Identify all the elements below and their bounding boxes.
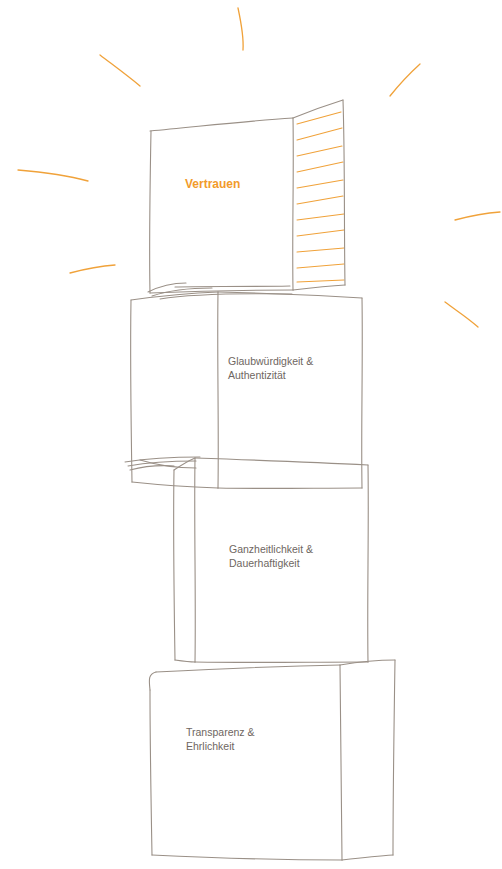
cube-label: Ganzheitlichkeit & Dauerhaftigkeit [229, 542, 341, 570]
value-cube: Ganzheitlichkeit & Dauerhaftigkeit [195, 460, 368, 662]
hatching [297, 112, 344, 282]
cube-label: Transparenz & Ehrlichkeit [186, 725, 278, 753]
cube-outlines [125, 100, 395, 860]
trust-cube: Vertrauen [150, 130, 293, 293]
cube-label: Glaubwürdigkeit & Authentizität [228, 354, 340, 382]
value-cube: Transparenz & Ehrlichkeit [152, 668, 340, 858]
value-cube: Glaubwürdigkeit & Authentizität [218, 292, 362, 488]
glow-rays [18, 8, 500, 327]
cube-label: Vertrauen [185, 177, 285, 191]
